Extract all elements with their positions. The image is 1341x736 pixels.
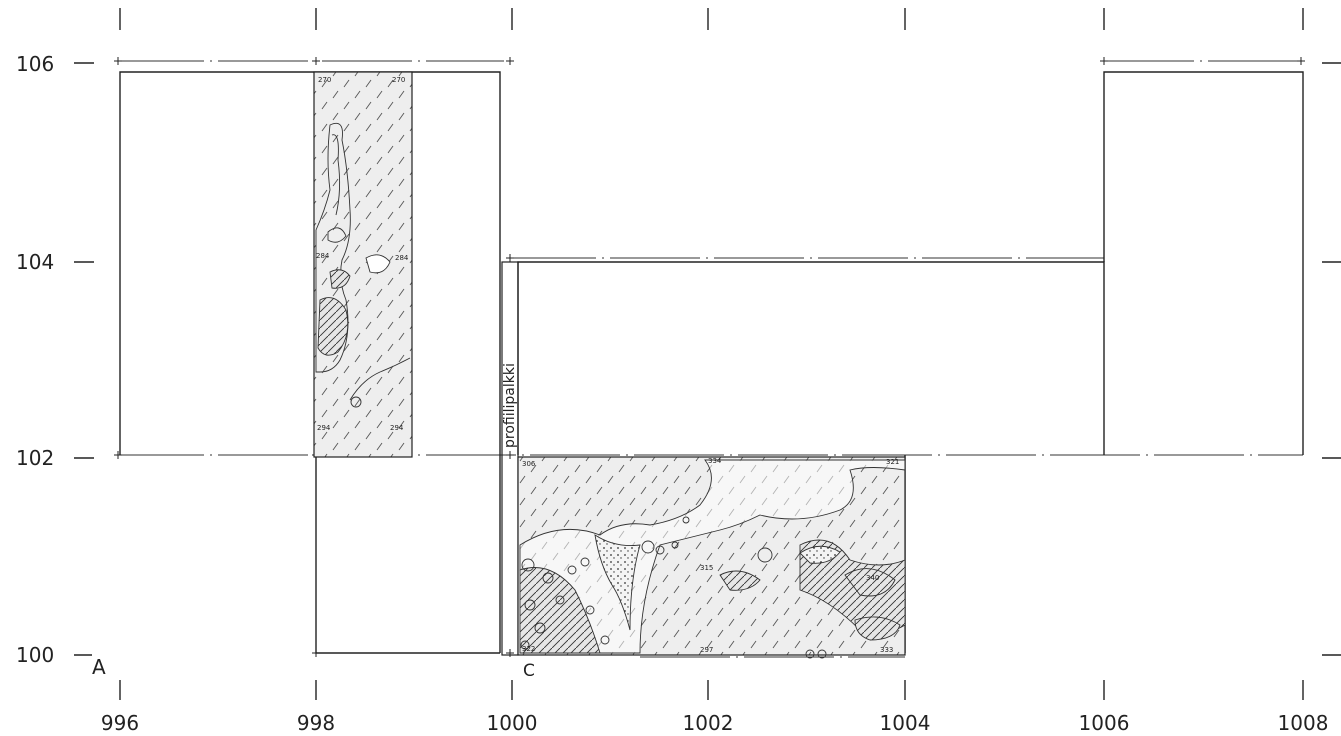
trench-excavation: 306 334 321 315 340 322 297 333	[517, 456, 906, 659]
point-label-a: A	[92, 655, 106, 679]
strip-number-mid-left: 284	[316, 252, 330, 260]
profile-beam-label: profiilipalkki	[502, 363, 518, 448]
strip-number-mid-right: 284	[395, 254, 409, 262]
x-label-1006: 1006	[1079, 711, 1130, 735]
x-label-996: 996	[101, 711, 139, 735]
trench-number-center: 315	[700, 564, 713, 572]
strip-number-top-right: 270	[392, 76, 405, 84]
left-y-ticks	[74, 62, 1341, 656]
bottom-tick-marks	[119, 680, 1304, 700]
x-label-1004: 1004	[880, 711, 931, 735]
trench-number-bottom-left: 322	[522, 645, 535, 653]
strip-excavation: 270 270 284 284 294 294	[313, 71, 413, 458]
x-label-1002: 1002	[683, 711, 734, 735]
top-tick-marks	[119, 8, 1304, 30]
trench-number-top-right: 321	[886, 458, 899, 466]
x-label-1008: 1008	[1278, 711, 1329, 735]
strip-number-bottom-right: 294	[390, 424, 404, 432]
strip-number-top-left: 270	[318, 76, 331, 84]
trench-number-bottom-right: 333	[880, 646, 893, 654]
trench-number-bottom-mid: 297	[700, 646, 713, 654]
x-label-998: 998	[297, 711, 335, 735]
x-label-1000: 1000	[487, 711, 538, 735]
point-label-c: C	[523, 661, 535, 681]
strip-number-bottom-left: 294	[317, 424, 331, 432]
trench-number-right-blob: 340	[866, 574, 879, 582]
y-label-100: 100	[16, 643, 54, 667]
trench-number-top-left: 306	[522, 460, 536, 468]
y-label-106: 106	[16, 52, 54, 76]
trench-number-top-mid: 334	[708, 457, 722, 465]
y-label-104: 104	[16, 250, 54, 274]
y-label-102: 102	[16, 446, 54, 470]
